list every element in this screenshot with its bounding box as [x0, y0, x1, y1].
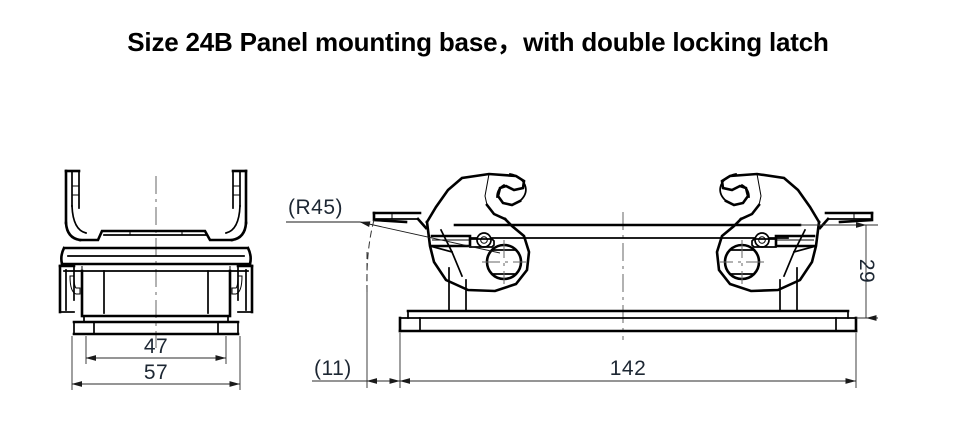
latch-assembly-right — [715, 172, 874, 312]
dimension-57: 57 — [71, 336, 241, 390]
dimension-47: 47 — [85, 335, 227, 364]
side-view-top-rail — [78, 229, 234, 242]
dimension-57-text: 57 — [144, 361, 168, 384]
latch-left-hook-arm — [425, 172, 527, 224]
latch-right-support-posts — [779, 267, 798, 312]
note-r45-text: (R45) — [288, 196, 343, 219]
dimension-142-text: 142 — [610, 357, 647, 380]
front-view: (R45) — [286, 172, 878, 388]
front-view-body-rails — [453, 223, 802, 239]
latch-right-screw — [754, 232, 770, 248]
side-view-collar — [60, 246, 252, 272]
side-view-hood-arms — [64, 169, 248, 242]
dimension-11-text: (11) — [314, 357, 352, 380]
side-view-side-latch-right — [229, 264, 254, 314]
latch-assembly-left: (R45) — [286, 172, 531, 312]
side-view-side-latch-left — [58, 264, 83, 314]
dimension-11: (11) — [312, 357, 400, 384]
latch-left-release-pin — [430, 234, 495, 248]
latch-right-release-pin — [751, 234, 816, 248]
front-view-base-flange — [398, 309, 858, 333]
latch-left-pivot-bore — [482, 240, 526, 284]
latch-right-hook-arm — [719, 172, 821, 224]
dimension-29: 29 — [800, 222, 878, 321]
dimension-142: 142 — [399, 357, 856, 384]
side-view-base-flange — [72, 314, 240, 336]
dimension-47-text: 47 — [144, 335, 168, 358]
page-title: Size 24B Panel mounting base，with double… — [127, 27, 829, 57]
latch-left-mount-tab — [372, 211, 428, 230]
side-view-body — [80, 269, 232, 318]
latch-right-mount-tab — [818, 211, 874, 230]
dimension-29-text: 29 — [855, 259, 878, 283]
latch-left-screw — [476, 232, 492, 248]
latch-left-support-posts — [448, 267, 467, 312]
latch-right-pivot-bore — [720, 240, 764, 284]
side-view: 47 57 — [58, 169, 254, 390]
note-r45-leader — [286, 219, 501, 292]
